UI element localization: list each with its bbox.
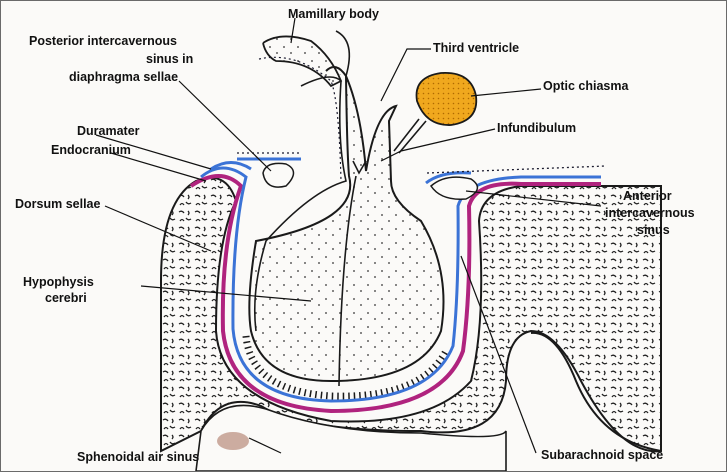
label-mamillary-body: Mamillary body [288, 7, 379, 21]
label-posterior-sinus-1: Posterior intercavernous [29, 34, 177, 48]
optic-chiasma [417, 73, 477, 125]
label-posterior-sinus-3: diaphragma sellae [69, 70, 178, 84]
label-endocranium: Endocranium [51, 143, 131, 157]
mamillary-body [263, 36, 341, 86]
label-optic-chiasma: Optic chiasma [543, 79, 629, 93]
label-hypophysis-2: cerebri [45, 291, 87, 305]
label-infundibulum: Infundibulum [497, 121, 576, 135]
label-anterior-sinus-2: intercavernous [605, 206, 695, 220]
anterior-intercavernous-sinus [431, 177, 477, 199]
label-anterior-sinus-3: sinus [637, 223, 670, 237]
label-anterior-sinus-1: Anterior [623, 189, 672, 203]
label-duramater: Duramater [77, 124, 140, 138]
label-subarachnoid-space: Subarachnoid space [541, 448, 663, 462]
label-dorsum-sellae: Dorsum sellae [15, 197, 101, 211]
label-third-ventricle: Third ventricle [433, 41, 519, 55]
label-posterior-sinus-2: sinus in [146, 52, 193, 66]
hypophysis-gland [249, 67, 443, 381]
label-hypophysis-1: Hypophysis [23, 275, 94, 289]
label-sphenoidal-air-sinus: Sphenoidal air sinus [77, 450, 199, 464]
